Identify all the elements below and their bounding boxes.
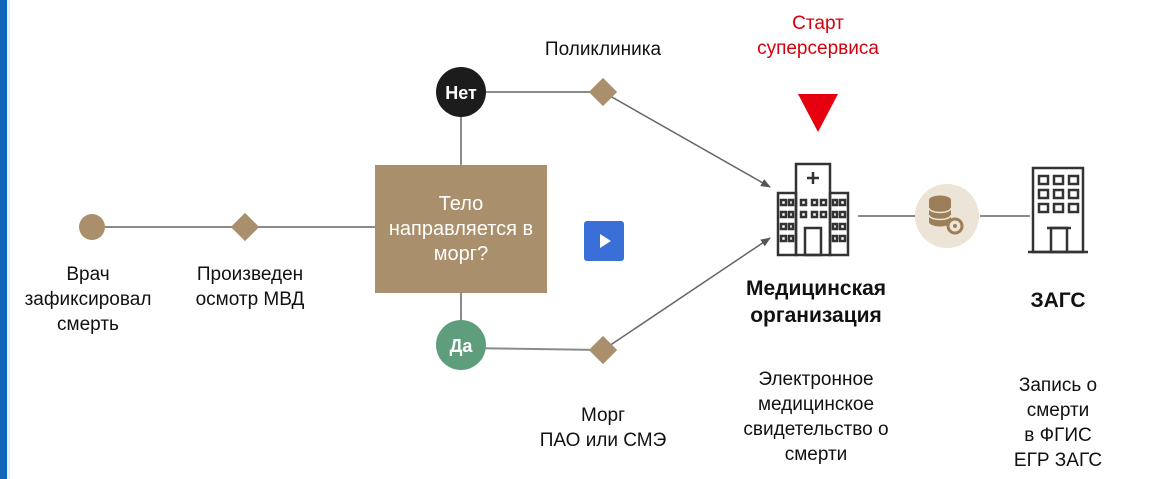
police-label: Произведен осмотр МВД (195, 264, 305, 310)
zags-caption: Запись о смерти в ФГИС ЕГР ЗАГС (1013, 375, 1103, 471)
decision-box: Тело направляется в морг? (375, 165, 547, 293)
left-accent-shade (7, 0, 10, 479)
hospital-icon (776, 162, 850, 257)
morgue-label: Морг ПАО или СМЭ (539, 405, 667, 451)
database-gear-icon (928, 195, 964, 235)
arrow-morgue-medorg (602, 237, 771, 351)
zags-label: ЗАГС (1030, 289, 1086, 312)
start-marker-icon (798, 94, 838, 132)
polyclinic-label: Поликлиника (544, 39, 662, 60)
diamond-polyclinic (588, 77, 618, 107)
no-label: Нет (445, 83, 477, 103)
yes-label: Да (450, 336, 474, 356)
yes-circle (436, 320, 486, 370)
med-org-caption: Электронное медицинское свидетельство о … (743, 369, 889, 465)
play-button[interactable] (584, 221, 624, 261)
diamond-police (230, 212, 260, 242)
med-org-label: Медицинская организация (745, 277, 887, 327)
diamond-morgue (588, 335, 618, 365)
decision-text: Тело направляется в морг? (388, 192, 534, 265)
doctor-label: Врач зафиксировал смерть (24, 264, 152, 335)
start-node (79, 214, 105, 240)
building-icon (1028, 166, 1088, 254)
no-circle (436, 67, 486, 117)
left-accent-bar (0, 0, 7, 479)
arrow-polyclinic-medorg (602, 91, 771, 188)
start-superservice-label: Старт суперсервиса (757, 13, 879, 59)
